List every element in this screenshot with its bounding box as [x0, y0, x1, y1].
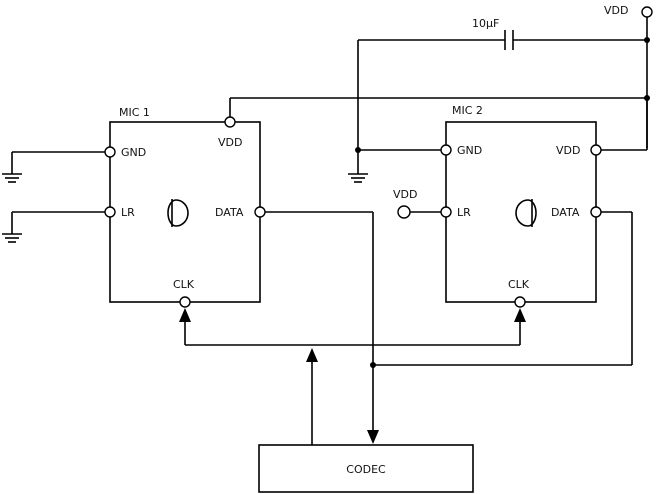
- mic2-clk-label: CLK: [508, 278, 530, 291]
- mic1-data-line: [265, 211, 379, 444]
- junction-dot: [355, 147, 361, 153]
- mic1-clk-label: CLK: [173, 278, 195, 291]
- mic1-data-pin: [254, 206, 266, 218]
- mic2-vdd-label: VDD: [556, 144, 580, 157]
- mic2-vdd-pin: [590, 144, 602, 156]
- mic2-lr-label: LR: [457, 206, 471, 219]
- capacitor-label: 10µF: [472, 17, 499, 30]
- clock-line: [179, 308, 526, 445]
- mic2-gnd-pin: [440, 144, 452, 156]
- codec-block: CODEC: [258, 444, 474, 493]
- mic2-lr-pin: [440, 206, 452, 218]
- mic2-data-label: DATA: [551, 206, 580, 219]
- junction-dot: [644, 37, 650, 43]
- mic1-title: MIC 1: [119, 106, 150, 119]
- ground-symbol-icon: [2, 173, 22, 183]
- mic2-lr-vdd-terminal: [397, 205, 411, 219]
- mic2-title: MIC 2: [452, 104, 483, 117]
- ground-symbol-icon: [2, 233, 22, 243]
- mic2-lr-tie-label: VDD: [393, 188, 417, 201]
- junction-dot: [370, 362, 376, 368]
- mic1-data-label: DATA: [215, 206, 244, 219]
- mic1-block: MIC 1 GND LR VDD DATA CLK: [2, 106, 266, 308]
- mic2-data-line: [373, 211, 633, 366]
- mic1-gnd-label: GND: [121, 146, 146, 159]
- codec-label: CODEC: [346, 463, 386, 476]
- vdd-supply-label: VDD: [604, 4, 628, 17]
- mic1-vdd-pin: [224, 116, 236, 128]
- mic2-block: MIC 2 GND VDD LR VDD DATA CLK: [393, 104, 602, 308]
- mic2-clk-pin: [514, 296, 526, 308]
- ground-symbol-icon: [348, 173, 368, 183]
- mic1-lr-pin: [104, 206, 116, 218]
- vdd-supply-terminal: VDD: [604, 4, 653, 148]
- microphone-icon: [515, 199, 537, 227]
- mic1-clk-pin: [179, 296, 191, 308]
- mic1-lr-label: LR: [121, 206, 135, 219]
- mic2-data-pin: [590, 206, 602, 218]
- mic1-gnd-pin: [104, 146, 116, 158]
- mic1-vdd-label: VDD: [218, 136, 242, 149]
- mic2-gnd-label: GND: [457, 144, 482, 157]
- microphone-icon: [167, 199, 189, 227]
